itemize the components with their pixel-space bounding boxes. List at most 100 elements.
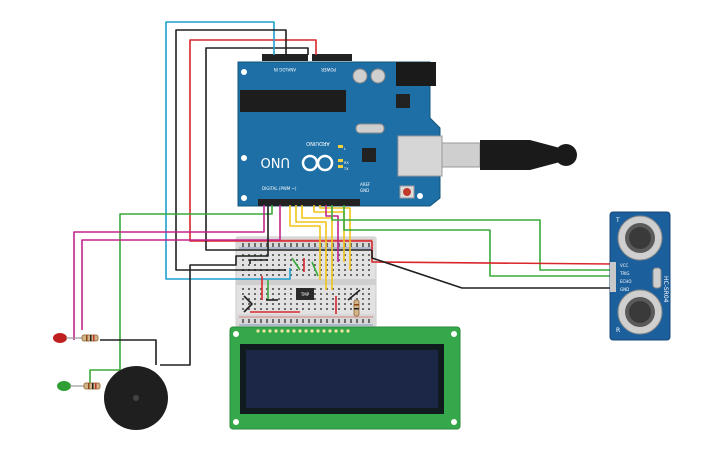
arduino-logo-icon xyxy=(301,154,334,172)
breadboard-hole xyxy=(284,254,286,256)
breadboard-hole xyxy=(242,303,244,305)
lcd-pin-header xyxy=(256,329,350,333)
breadboard-hole xyxy=(368,245,370,247)
breadboard-hole xyxy=(302,321,304,323)
breadboard-hole xyxy=(338,288,340,290)
wire-bb-1 xyxy=(249,259,268,264)
breadboard-hole xyxy=(272,274,274,276)
breadboard-hole xyxy=(248,321,250,323)
arduino-uno-board: UNO ARDUINO ANALOG IN POWER DIGITAL (PWM… xyxy=(237,54,577,207)
breadboard-hole xyxy=(356,298,358,300)
breadboard-hole xyxy=(284,308,286,310)
breadboard-hole xyxy=(260,288,262,290)
breadboard-hole xyxy=(368,303,370,305)
breadboard-hole xyxy=(338,245,340,247)
breadboard-hole xyxy=(350,269,352,271)
breadboard-hole xyxy=(290,298,292,300)
breadboard-hole xyxy=(260,245,262,247)
mount-hole xyxy=(233,419,239,425)
breadboard-hole xyxy=(284,321,286,323)
breadboard-hole xyxy=(362,245,364,247)
breadboard-hole xyxy=(320,269,322,271)
breadboard-hole xyxy=(338,269,340,271)
breadboard-hole xyxy=(338,308,340,310)
breadboard-hole xyxy=(266,274,268,276)
breadboard-hole xyxy=(254,274,256,276)
breadboard-hole xyxy=(290,321,292,323)
breadboard-hole xyxy=(254,319,256,321)
breadboard-hole xyxy=(362,308,364,310)
breadboard-hole xyxy=(368,308,370,310)
wires xyxy=(73,21,613,384)
lcd-screen xyxy=(246,350,438,408)
breadboard-hole xyxy=(290,288,292,290)
breadboard-hole xyxy=(302,245,304,247)
breadboard-hole xyxy=(278,293,280,295)
breadboard-hole xyxy=(362,269,364,271)
breadboard-hole xyxy=(332,269,334,271)
breadboard-hole xyxy=(266,321,268,323)
wire-lcd-d5 xyxy=(319,205,351,270)
breadboard-hole xyxy=(248,259,250,261)
breadboard-hole xyxy=(320,319,322,321)
lcd-pin xyxy=(292,329,296,333)
wire-sensor-gnd xyxy=(371,250,612,289)
wire-lcd-d4 xyxy=(313,205,345,262)
breadboard-hole xyxy=(362,243,364,245)
breadboard-hole xyxy=(266,243,268,245)
breadboard-hole xyxy=(308,321,310,323)
breadboard-hole xyxy=(290,243,292,245)
breadboard-hole xyxy=(242,298,244,300)
breadboard-hole xyxy=(308,303,310,305)
breadboard-hole xyxy=(266,298,268,300)
breadboard-hole xyxy=(344,319,346,321)
breadboard-hole xyxy=(344,293,346,295)
breadboard-hole xyxy=(266,264,268,266)
breadboard-hole xyxy=(248,303,250,305)
breadboard-hole xyxy=(242,288,244,290)
red-led xyxy=(53,333,82,343)
breadboard-hole xyxy=(362,254,364,256)
wire-buzzer xyxy=(160,205,269,366)
wire-red-led-2 xyxy=(81,205,281,330)
breadboard-hole xyxy=(350,254,352,256)
breadboard-hole xyxy=(272,259,274,261)
breadboard-hole xyxy=(350,259,352,261)
breadboard-hole xyxy=(284,264,286,266)
breadboard-hole xyxy=(290,269,292,271)
breadboard-hole xyxy=(356,321,358,323)
breadboard-hole xyxy=(296,308,298,310)
l-label: L xyxy=(344,147,346,151)
breadboard-hole xyxy=(344,274,346,276)
breadboard-hole xyxy=(302,308,304,310)
reset-button-cap[interactable] xyxy=(403,188,411,196)
breadboard-hole xyxy=(320,245,322,247)
breadboard-hole xyxy=(242,319,244,321)
breadboard-hole xyxy=(272,254,274,256)
breadboard-hole xyxy=(368,254,370,256)
breadboard-hole xyxy=(344,243,346,245)
breadboard-hole xyxy=(272,245,274,247)
breadboard-hole xyxy=(248,288,250,290)
breadboard-hole xyxy=(362,293,364,295)
breadboard-hole xyxy=(278,321,280,323)
breadboard-hole xyxy=(254,254,256,256)
breadboard-hole xyxy=(320,321,322,323)
wire-sensor-trig xyxy=(331,205,612,271)
lcd-pin xyxy=(316,329,320,333)
sensor-mark-t: T xyxy=(615,217,620,224)
breadboard-hole xyxy=(296,259,298,261)
breadboard-hole xyxy=(260,308,262,310)
red-led-resistor xyxy=(81,334,99,342)
breadboard-hole xyxy=(242,254,244,256)
breadboard-hole xyxy=(362,259,364,261)
breadboard-hole xyxy=(254,264,256,266)
analog-in-label: ANALOG IN xyxy=(274,67,296,72)
breadboard-hole xyxy=(308,254,310,256)
breadboard-hole xyxy=(272,308,274,310)
breadboard-hole xyxy=(242,264,244,266)
breadboard-hole xyxy=(338,259,340,261)
l-led xyxy=(338,145,343,148)
breadboard-hole xyxy=(356,288,358,290)
usb-port xyxy=(397,135,443,177)
